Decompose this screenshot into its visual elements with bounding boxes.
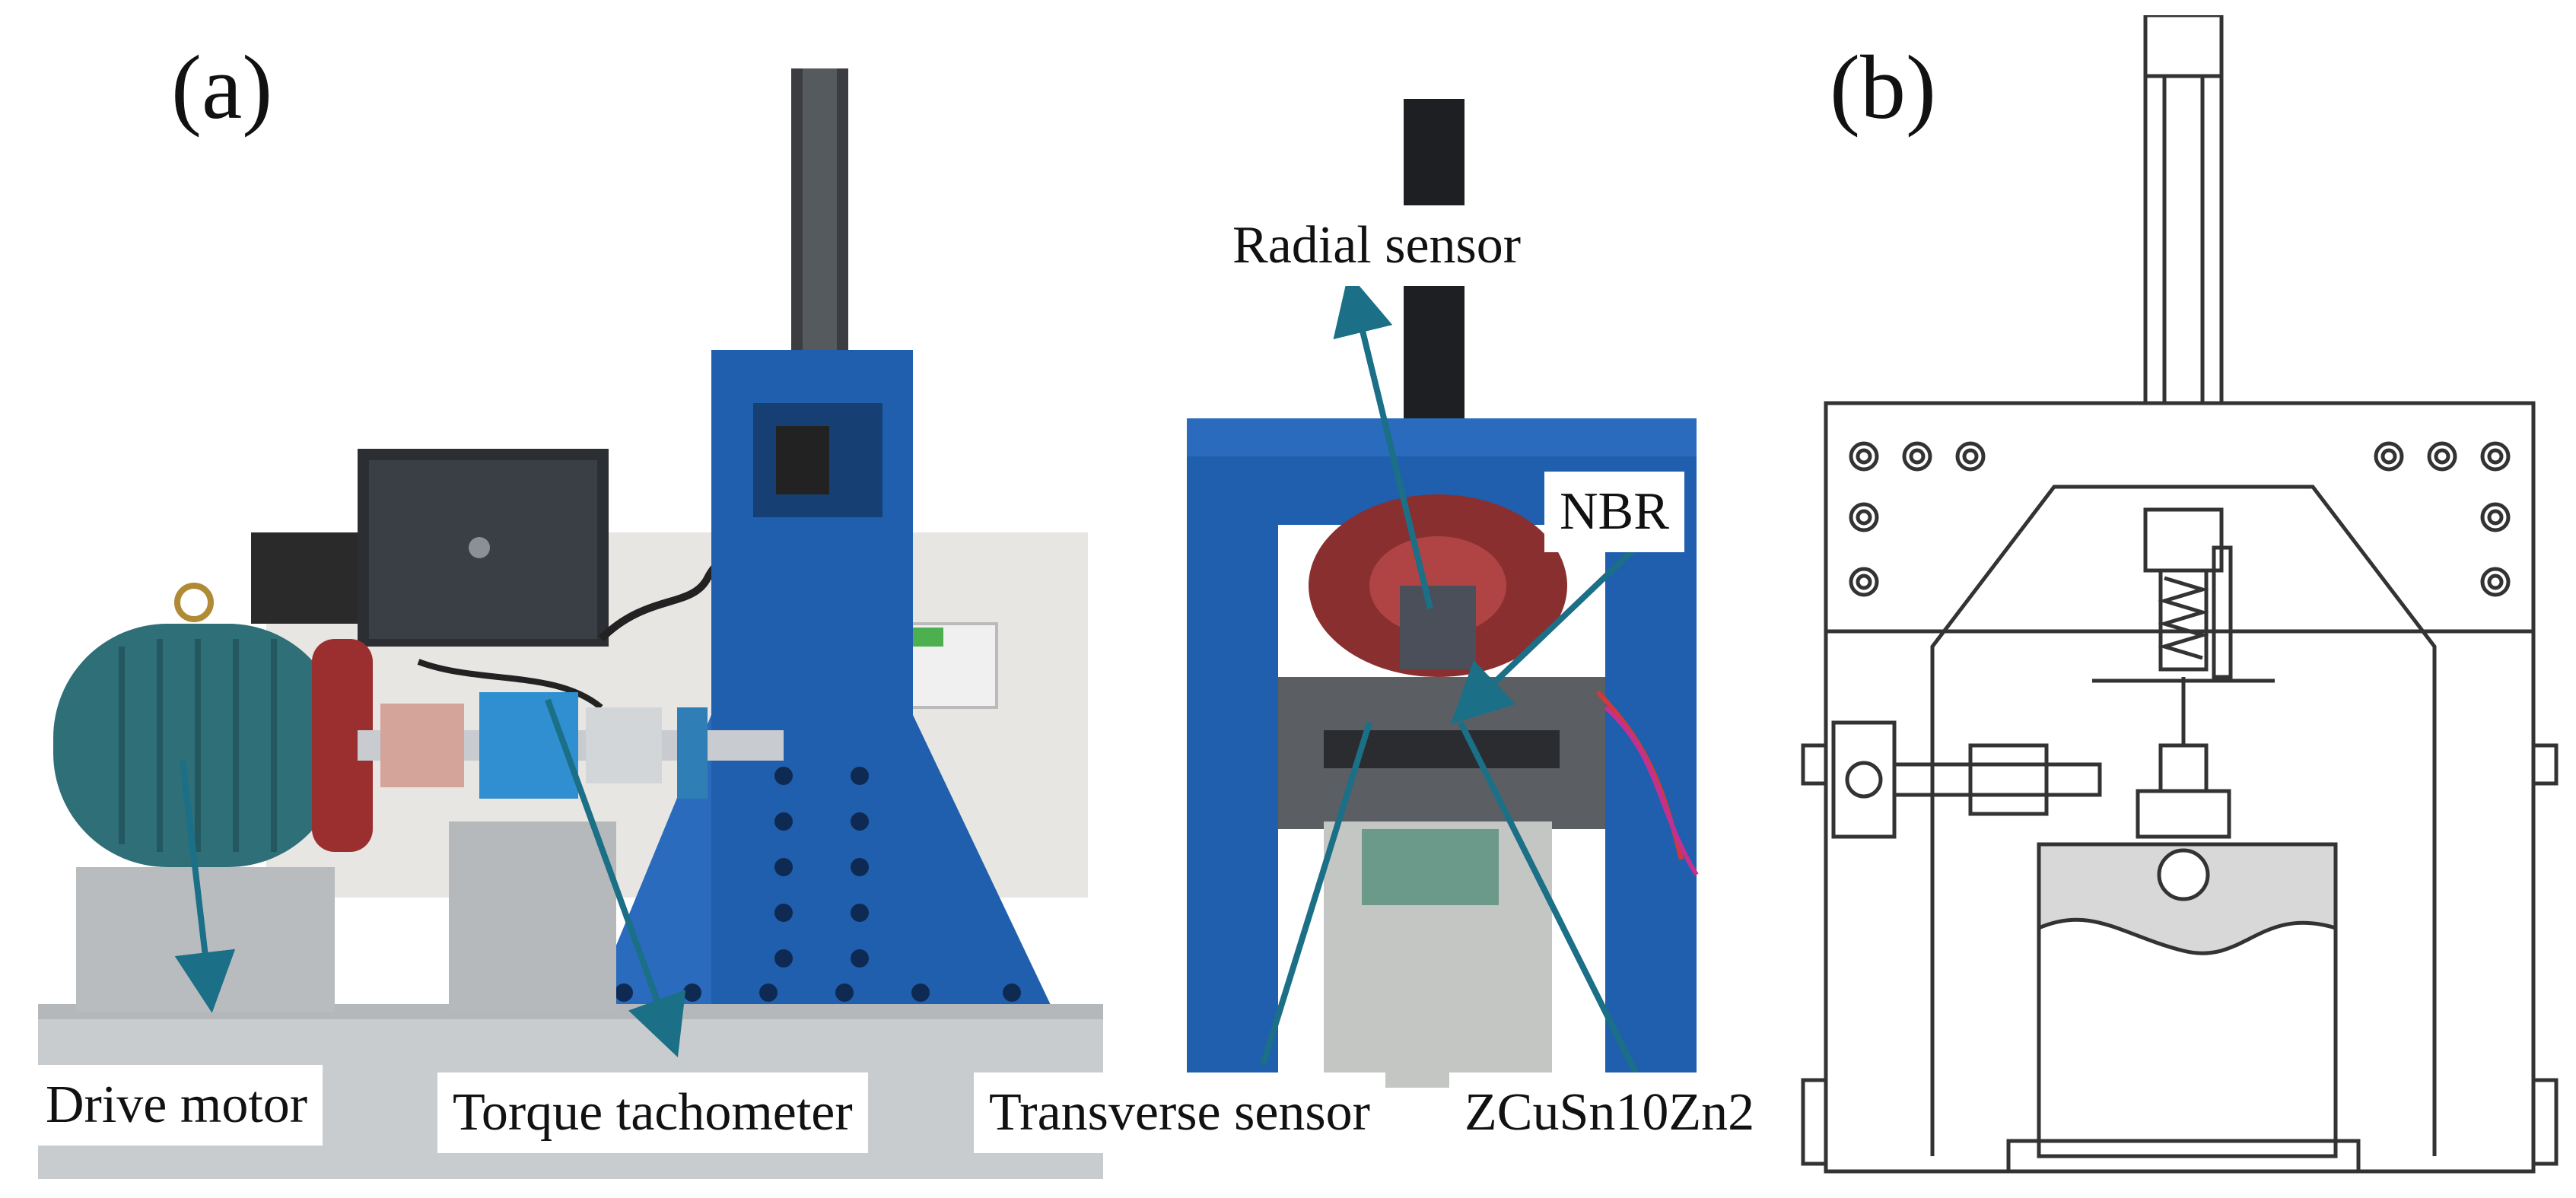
label-zcusn: ZCuSn10Zn2 (1449, 1072, 1770, 1153)
label-radial-sensor: Radial sensor (1217, 205, 1537, 286)
panel-label-b: (b) (1830, 37, 1936, 138)
arrow-radial-sensor (1333, 272, 1433, 609)
panel-label-a: (a) (171, 37, 273, 138)
label-nbr: NBR (1544, 472, 1684, 552)
arrow-transverse-sensor (1260, 721, 1372, 1066)
label-torque-tachometer: Torque tachometer (437, 1072, 868, 1153)
schematic-loading-device (1801, 15, 2559, 1174)
label-transverse-sensor: Transverse sensor (974, 1072, 1385, 1153)
photo-test-rig-overview (23, 61, 1111, 1179)
arrow-nbr (1450, 545, 1638, 725)
arrow-drive-motor (174, 760, 236, 1013)
arrow-torque-tachometer (545, 698, 686, 1058)
label-drive-motor: Drive motor (30, 1065, 323, 1146)
arrow-zcusn (1458, 721, 1639, 1074)
